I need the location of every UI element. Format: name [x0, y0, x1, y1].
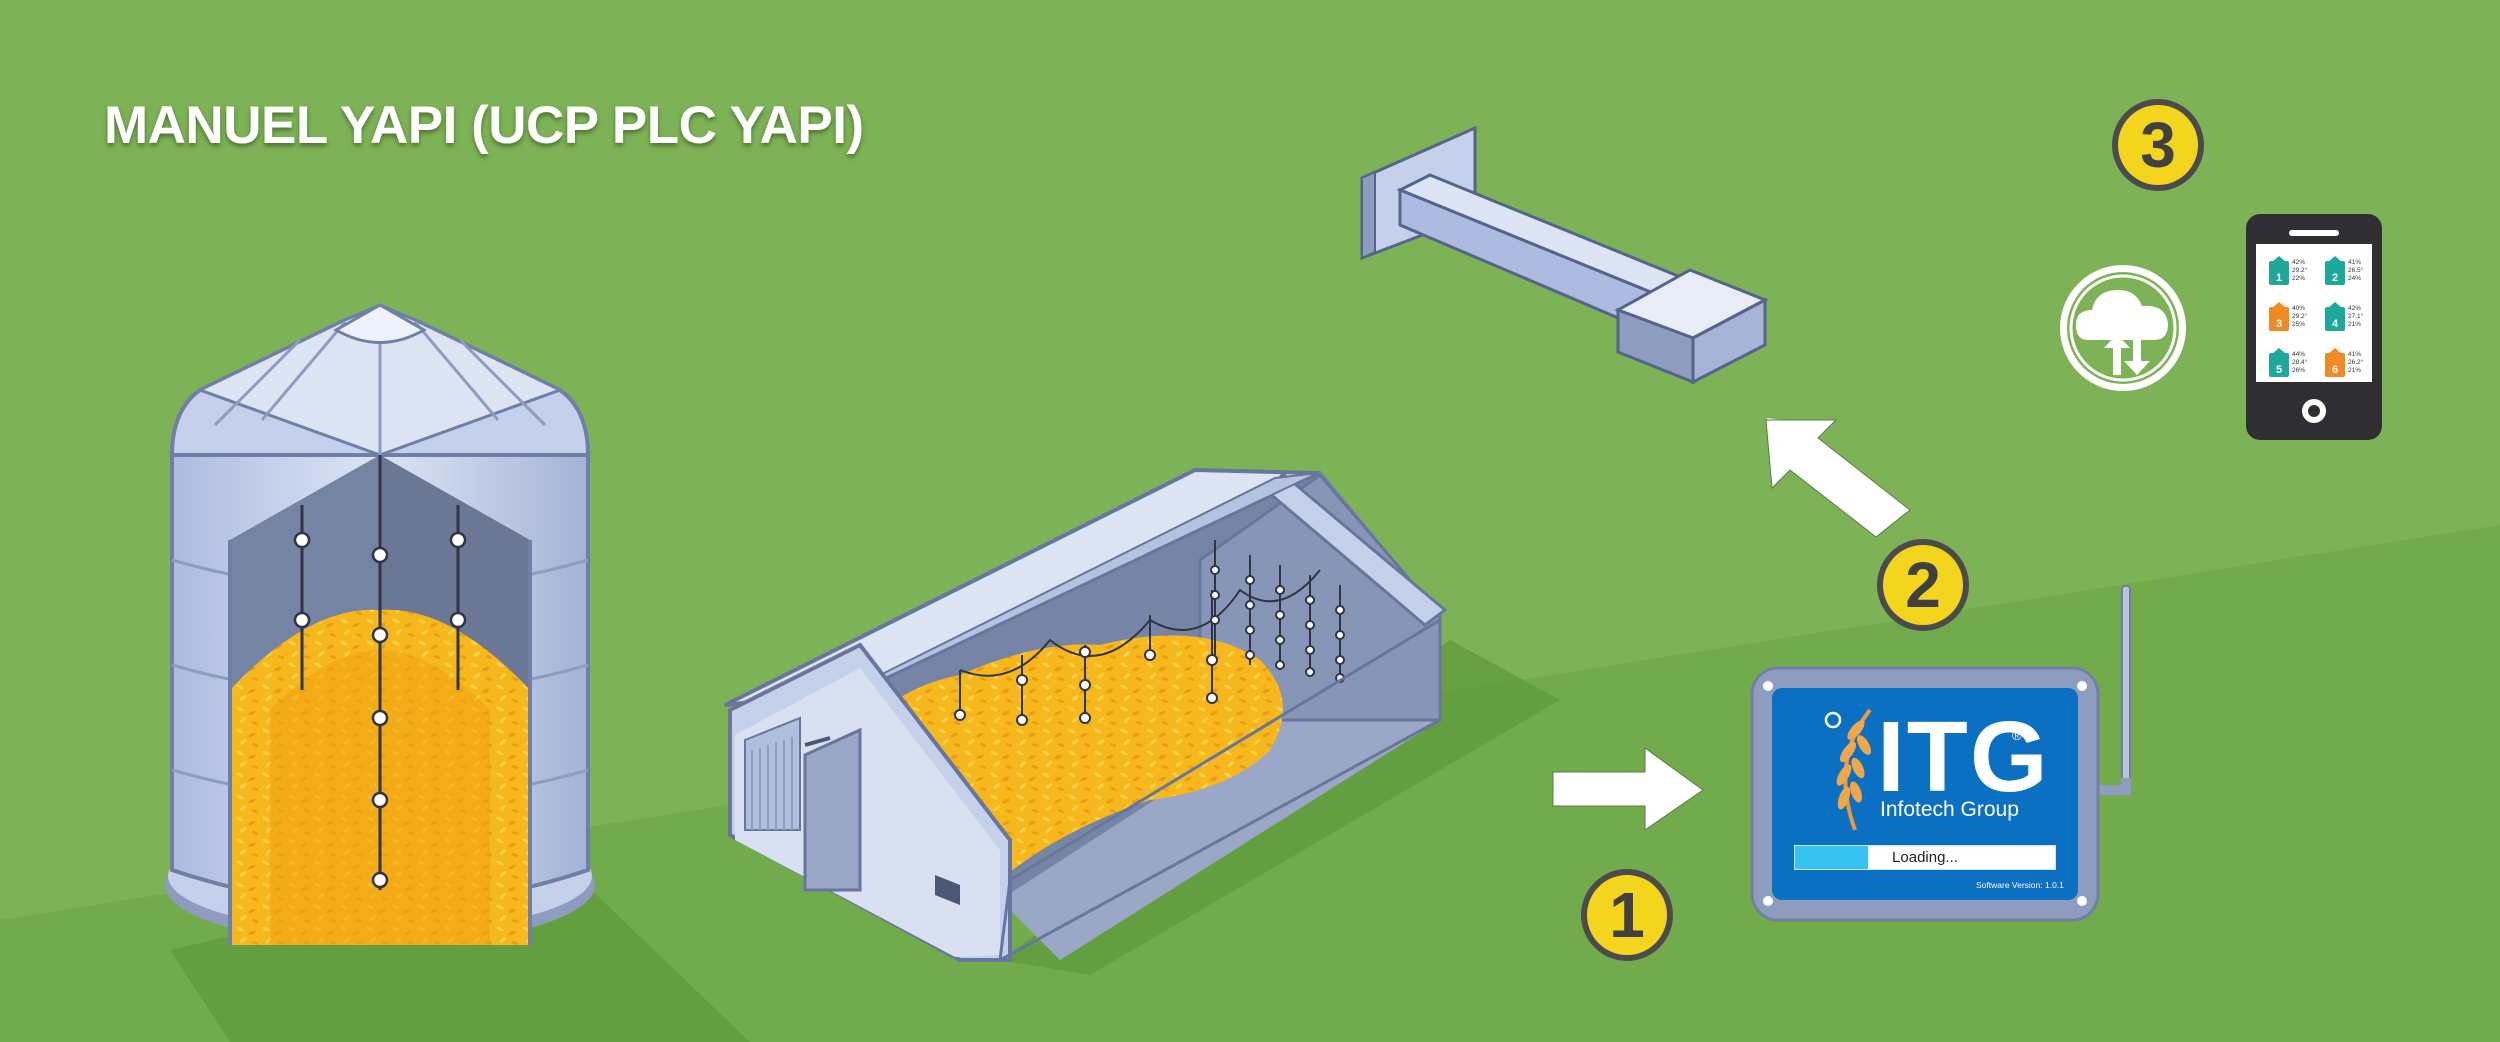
silo-icon	[165, 303, 595, 945]
cloud-sync-icon	[2058, 263, 2188, 393]
step-badge-3: 3	[2112, 99, 2204, 191]
device-loading-text: Loading...	[1892, 849, 1958, 866]
antenna-icon	[2096, 585, 2131, 795]
phone-silo-number: 6	[2331, 364, 2339, 376]
step-badge-2: 2	[1877, 539, 1969, 631]
phone-silo-number: 4	[2331, 318, 2339, 330]
phone-silo-stats: 40% 29.2° 25%	[2292, 305, 2308, 328]
silo-shadow	[170, 860, 750, 1042]
phone-silo-number: 1	[2275, 272, 2283, 284]
device-loading-bar: Loading...	[1794, 845, 2056, 870]
step-badge-1: 1	[1581, 869, 1673, 961]
device-registered-mark: ®	[2012, 728, 2022, 743]
phone-silo-stats: 44% 28.4° 26%	[2292, 351, 2308, 374]
phone-silo-stats: 41% 26.5° 24%	[2348, 259, 2364, 282]
phone-silo-number: 2	[2331, 272, 2339, 284]
phone-silo-tile: 2	[2325, 256, 2345, 285]
device-software-version: Software Version: 1.0.1	[1976, 880, 2064, 890]
warehouse-icon	[724, 467, 1448, 963]
phone-silo-number: 5	[2275, 364, 2283, 376]
phone-silo-tile: 3	[2269, 302, 2289, 331]
phone-silo-stats: 42% 27.1° 21%	[2348, 305, 2364, 328]
phone-silo-number: 3	[2275, 318, 2283, 330]
phone-silo-stats: 41% 26.2° 21%	[2348, 351, 2364, 374]
device-brand-subtitle: Infotech Group	[1880, 798, 2019, 821]
wheat-icon	[1836, 708, 1872, 831]
device-loading-fill	[1795, 846, 1868, 869]
device-brand-logo: ITG	[1877, 701, 2050, 813]
phone-silo-tile: 1	[2269, 256, 2289, 285]
phone-silo-stats: 42% 29.2° 22%	[2292, 259, 2308, 282]
phone-silo-tile: 4	[2325, 302, 2345, 331]
arrow-right-icon	[1552, 747, 1704, 831]
phone-silo-tile: 5	[2269, 348, 2289, 377]
phone-silo-tile: 6	[2325, 348, 2345, 377]
fan-icon	[1360, 125, 1769, 385]
arrow-up-left-icon	[1765, 418, 1911, 538]
page-title: MANUEL YAPI (UCP PLC YAPI)	[104, 96, 864, 155]
